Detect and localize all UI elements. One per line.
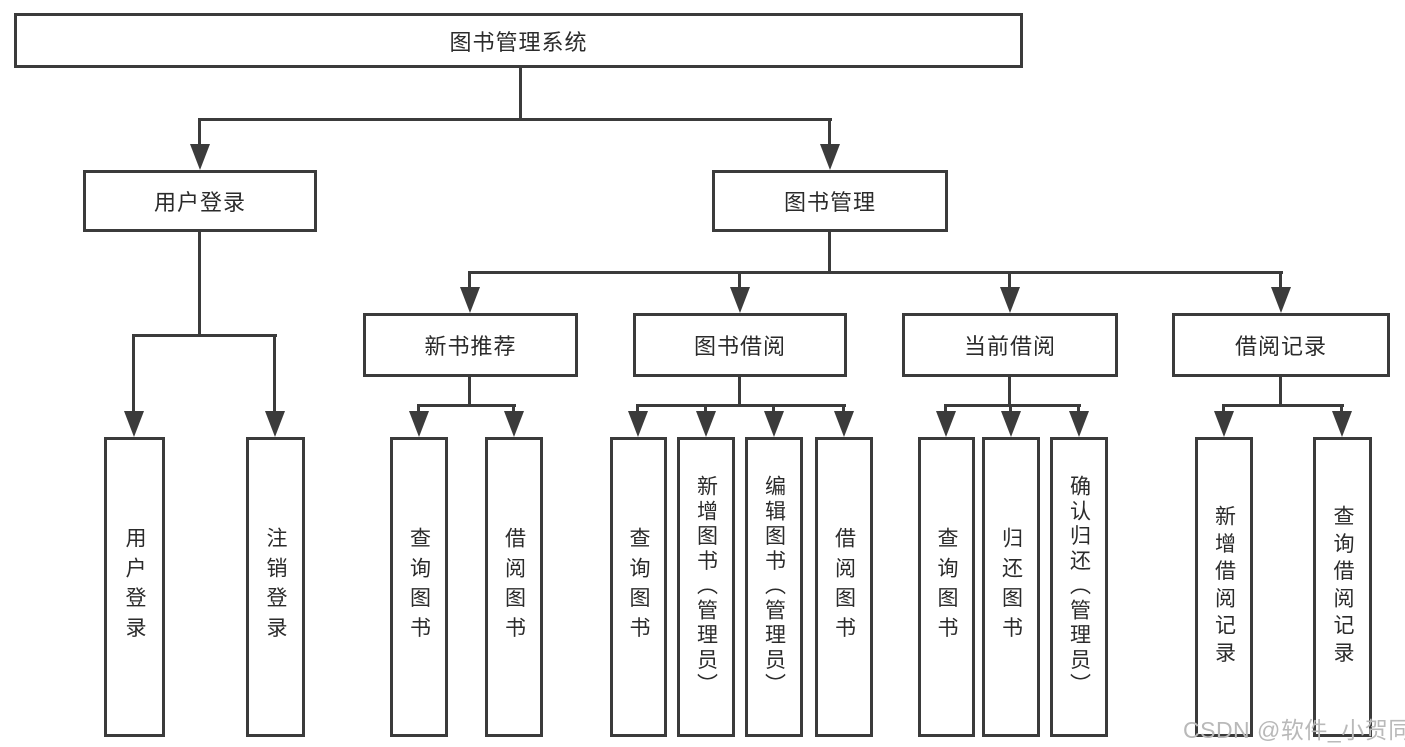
arrowhead-down-icon xyxy=(460,287,480,313)
arrowhead-down-icon xyxy=(820,144,840,170)
arrowhead-down-icon xyxy=(764,411,784,437)
leaf-query-books-label: 查询图书 xyxy=(627,527,650,647)
leaf-user-login: 用户登录 xyxy=(104,437,165,737)
arrowhead-down-icon xyxy=(628,411,648,437)
connector-line xyxy=(1223,404,1344,407)
leaf-confirm-return-admin: 确认归还（管理员） xyxy=(1050,437,1108,737)
leaf-borrow-books-label: 借阅图书 xyxy=(832,527,856,647)
connector-line xyxy=(1222,404,1225,416)
arrowhead-down-icon xyxy=(124,411,144,437)
connector-line xyxy=(637,404,846,407)
leaf-user-login-label: 用户登录 xyxy=(123,527,146,647)
leaf-borrow-books-recommend-label: 借阅图书 xyxy=(502,527,526,647)
node-root: 图书管理系统 xyxy=(14,13,1023,68)
leaf-edit-books-admin: 编辑图书（管理员） xyxy=(745,437,803,737)
leaf-query-books: 查询图书 xyxy=(610,437,667,737)
arrowhead-down-icon xyxy=(696,411,716,437)
connector-line xyxy=(738,271,741,293)
leaf-query-books-current-label: 查询图书 xyxy=(935,527,958,647)
leaf-query-books-recommend: 查询图书 xyxy=(390,437,448,737)
connector-line xyxy=(828,232,831,274)
connector-line xyxy=(738,377,741,407)
node-user-login: 用户登录 xyxy=(83,170,317,232)
arrowhead-down-icon xyxy=(409,411,429,437)
leaf-logout: 注销登录 xyxy=(246,437,305,737)
arrowhead-down-icon xyxy=(1001,411,1021,437)
connector-line xyxy=(828,118,831,148)
leaf-borrow-books: 借阅图书 xyxy=(815,437,873,737)
connector-line xyxy=(1008,377,1011,407)
connector-line xyxy=(468,377,471,407)
leaf-add-borrow-record: 新增借阅记录 xyxy=(1195,437,1253,737)
leaf-add-books-admin-label: 新增图书（管理员） xyxy=(694,475,718,699)
connector-line xyxy=(418,404,516,407)
leaf-return-books: 归还图书 xyxy=(982,437,1040,737)
connector-line xyxy=(772,404,775,416)
node-book-management: 图书管理 xyxy=(712,170,948,232)
leaf-add-borrow-record-label: 新增借阅记录 xyxy=(1212,505,1236,669)
node-book-borrow: 图书借阅 xyxy=(633,313,847,377)
leaf-borrow-books-recommend: 借阅图书 xyxy=(485,437,543,737)
node-new-book-recommend: 新书推荐 xyxy=(363,313,578,377)
node-new-book-recommend-label: 新书推荐 xyxy=(424,334,517,359)
leaf-query-borrow-record-label: 查询借阅记录 xyxy=(1331,505,1354,669)
connector-line xyxy=(198,232,201,336)
csdn-watermark: CSDN @软件_小贺同学 xyxy=(1183,717,1405,743)
arrowhead-down-icon xyxy=(504,411,524,437)
connector-line xyxy=(945,404,1081,407)
leaf-query-books-current: 查询图书 xyxy=(918,437,975,737)
connector-line xyxy=(198,118,832,121)
connector-line xyxy=(636,404,639,416)
node-borrow-records-label: 借阅记录 xyxy=(1234,334,1327,359)
arrowhead-down-icon xyxy=(1000,287,1020,313)
arrowhead-down-icon xyxy=(1214,411,1234,437)
leaf-add-books-admin: 新增图书（管理员） xyxy=(677,437,735,737)
arrowhead-down-icon xyxy=(190,144,210,170)
connector-line xyxy=(273,334,276,414)
arrowhead-down-icon xyxy=(1069,411,1089,437)
node-book-management-label: 图书管理 xyxy=(783,190,876,215)
connector-line xyxy=(1008,271,1011,293)
arrowhead-down-icon xyxy=(936,411,956,437)
connector-line xyxy=(132,334,135,414)
leaf-query-borrow-record: 查询借阅记录 xyxy=(1313,437,1372,737)
connector-line xyxy=(704,404,707,416)
connector-line xyxy=(512,404,515,416)
node-user-login-label: 用户登录 xyxy=(153,190,246,215)
connector-line xyxy=(469,271,1283,274)
connector-line xyxy=(417,404,420,416)
connector-line xyxy=(133,334,277,337)
connector-line xyxy=(842,404,845,416)
arrowhead-down-icon xyxy=(1332,411,1352,437)
connector-line xyxy=(1279,377,1282,407)
connector-line xyxy=(468,271,471,293)
connector-line xyxy=(1279,271,1282,293)
leaf-return-books-label: 归还图书 xyxy=(999,527,1023,647)
connector-line xyxy=(198,118,201,148)
node-borrow-records: 借阅记录 xyxy=(1172,313,1390,377)
connector-line xyxy=(1340,404,1343,416)
node-current-borrow-label: 当前借阅 xyxy=(963,334,1056,359)
connector-line xyxy=(1009,404,1012,416)
node-root-label: 图书管理系统 xyxy=(449,29,588,55)
arrowhead-down-icon xyxy=(834,411,854,437)
leaf-logout-label: 注销登录 xyxy=(264,527,287,647)
leaf-edit-books-admin-label: 编辑图书（管理员） xyxy=(762,475,786,699)
connector-line xyxy=(944,404,947,416)
connector-line xyxy=(519,68,522,120)
node-current-borrow: 当前借阅 xyxy=(902,313,1118,377)
node-book-borrow-label: 图书借阅 xyxy=(693,334,786,359)
arrowhead-down-icon xyxy=(730,287,750,313)
connector-line xyxy=(1077,404,1080,416)
arrowhead-down-icon xyxy=(1271,287,1291,313)
leaf-query-books-recommend-label: 查询图书 xyxy=(407,527,431,647)
arrowhead-down-icon xyxy=(265,411,285,437)
leaf-confirm-return-admin-label: 确认归还（管理员） xyxy=(1067,475,1091,699)
